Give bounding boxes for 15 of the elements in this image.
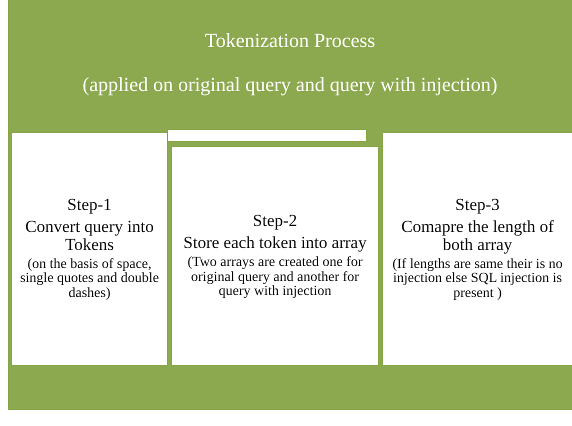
subtitle: (applied on original query and query with injection) <box>82 74 498 97</box>
step-heading: Step-1 <box>67 196 112 214</box>
step-description: Comapre the length of both array <box>400 218 555 254</box>
title: Tokenization Process <box>204 30 376 53</box>
step-box <box>172 147 378 365</box>
step-box <box>383 133 572 365</box>
step-note: (Two arrays are created one for original query and another for query with injection <box>186 256 364 300</box>
step-note: (on the basis of space, single quotes and double dashes) <box>19 258 160 302</box>
step-heading: Step-2 <box>252 212 298 230</box>
step-description: Store each token into array <box>183 234 367 252</box>
step-note: (If lengths are same their is no injection else SQL injection is present ) <box>391 258 564 302</box>
step-description: Convert query into Tokens <box>24 218 155 254</box>
step-box <box>12 133 167 365</box>
step-heading: Step-3 <box>455 196 500 214</box>
header-band <box>8 0 572 410</box>
